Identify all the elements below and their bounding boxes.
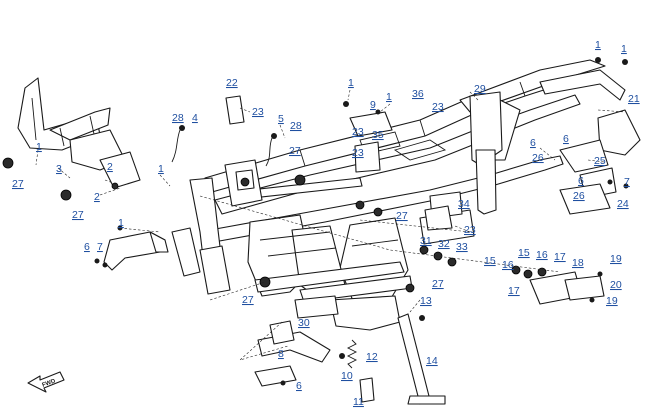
- callout-12: 12: [366, 351, 378, 363]
- callout-36: 36: [412, 88, 424, 100]
- callout-23-e: 23: [464, 224, 476, 236]
- callout-15-b: 15: [484, 255, 496, 267]
- callout-25: 25: [594, 155, 606, 167]
- callout-27-b: 27: [72, 209, 84, 221]
- callout-19-b: 19: [606, 295, 618, 307]
- callout-1-d: 1: [348, 77, 354, 89]
- callout-21: 21: [628, 93, 640, 105]
- callout-23-a: 23: [252, 106, 264, 118]
- rear-bracket: [559, 57, 641, 215]
- bracket-22: [225, 95, 245, 125]
- callout-6-e: 7: [624, 176, 630, 188]
- callout-11: 11: [353, 396, 364, 408]
- footpeg-bracket: [511, 265, 605, 305]
- callout-18: 18: [572, 257, 584, 269]
- callout-23-b: 23: [352, 126, 364, 138]
- callout-6-b: 6: [530, 137, 536, 149]
- callout-29: 29: [474, 83, 486, 95]
- vent-tubes: [171, 125, 277, 167]
- callout-8: 8: [278, 348, 284, 360]
- center-bracket: [343, 101, 393, 137]
- front-bracket-assembly: [2, 77, 141, 201]
- callout-14: 14: [426, 355, 438, 367]
- callout-24: 24: [617, 198, 629, 210]
- callout-20: 20: [610, 279, 622, 291]
- callout-34: 34: [458, 198, 470, 210]
- callout-28-a: 28: [172, 112, 184, 124]
- callout-17-a: 17: [554, 251, 566, 263]
- spacer-set: [419, 245, 457, 267]
- callout-26-a: 26: [532, 152, 544, 164]
- callout-16-b: 16: [502, 259, 514, 271]
- callout-22: 22: [226, 77, 238, 89]
- center-plates: [354, 141, 453, 231]
- callout-labels: 1 1 1 1 1 1 1 2 2 3 4 5 6 6 6 6 7 6 7 8 …: [12, 39, 640, 408]
- callout-1-g: 1: [621, 43, 627, 55]
- callout-6-c: 6: [563, 133, 569, 145]
- callout-17-b: 17: [508, 285, 520, 297]
- callout-23-c: 23: [352, 147, 364, 159]
- callout-30: 30: [298, 317, 310, 329]
- lower-cradle-bracket: [254, 320, 331, 387]
- callout-33: 33: [456, 241, 468, 253]
- callout-28-b: 28: [290, 120, 302, 132]
- callout-2-a: 2: [107, 161, 113, 173]
- callout-6-d: 6: [578, 175, 584, 187]
- callout-7: 7: [97, 241, 103, 253]
- leader-lines: [35, 89, 626, 361]
- callout-19-a: 19: [610, 253, 622, 265]
- callout-27-e: 27: [242, 294, 254, 306]
- callout-31: 31: [420, 235, 432, 247]
- callout-1-a: 1: [36, 141, 42, 153]
- callout-32: 32: [438, 238, 450, 250]
- callout-4: 4: [192, 112, 198, 124]
- side-stand: [397, 313, 446, 405]
- callout-10: 10: [341, 370, 353, 382]
- callout-1-f: 1: [595, 39, 601, 51]
- callout-6-a: 6: [84, 241, 90, 253]
- callout-27-a: 27: [12, 178, 24, 190]
- lower-mount-bracket: [94, 225, 169, 271]
- callout-27-c: 27: [289, 145, 301, 157]
- callout-5: 5: [278, 113, 284, 125]
- callout-26-b: 26: [573, 190, 585, 202]
- callout-27-f: 27: [432, 278, 444, 290]
- callout-27-d: 27: [396, 210, 408, 222]
- callout-35: 35: [372, 129, 384, 141]
- callout-1-c: 1: [118, 217, 124, 229]
- callout-1-b: 1: [158, 163, 164, 175]
- callout-3: 3: [56, 163, 62, 175]
- callout-2-b: 2: [94, 191, 100, 203]
- fwd-arrow: FWD: [27, 371, 65, 393]
- callout-23-d: 23: [432, 101, 444, 113]
- callout-9: 9: [370, 99, 376, 111]
- callout-6-f: 6: [296, 380, 302, 392]
- callout-15-a: 15: [518, 247, 530, 259]
- fwd-label: FWD: [41, 378, 57, 389]
- callout-13: 13: [420, 295, 432, 307]
- main-frame: [171, 59, 626, 331]
- callout-1-e: 1: [386, 91, 392, 103]
- callout-16-a: 16: [536, 249, 548, 261]
- spring-assembly: [339, 339, 375, 403]
